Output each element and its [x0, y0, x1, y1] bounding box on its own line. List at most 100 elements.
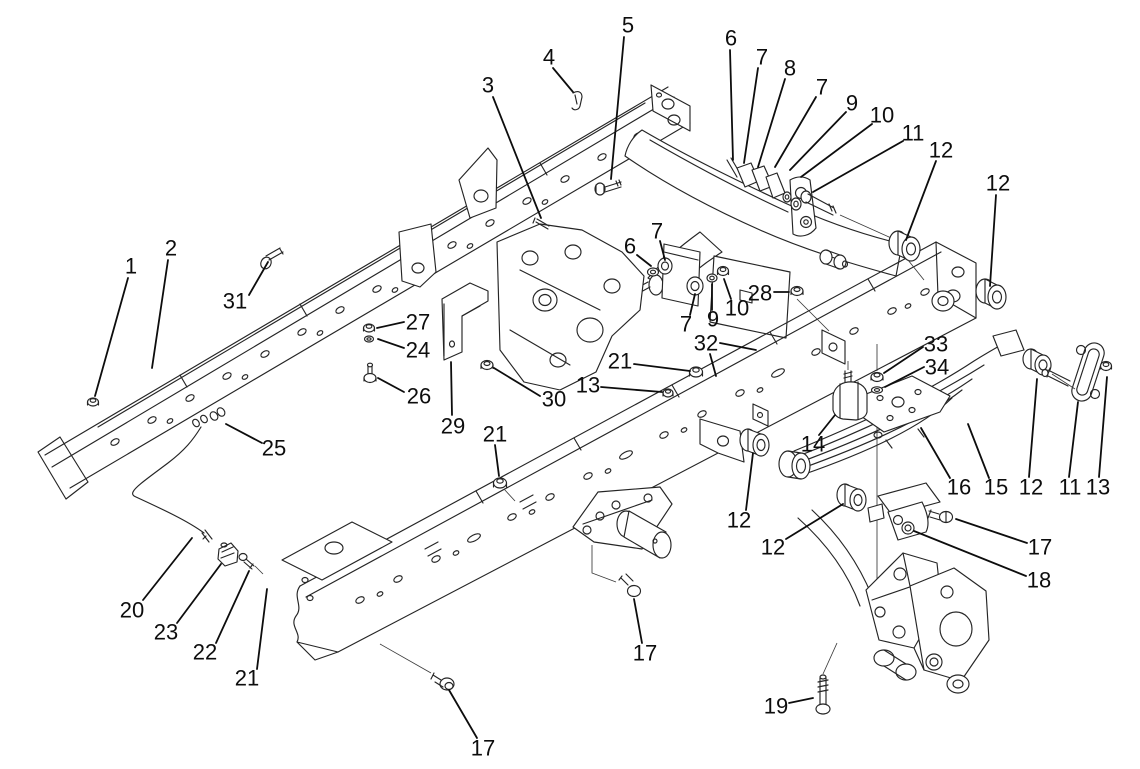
nut-10-low — [716, 265, 730, 277]
callout-17: 17 — [1028, 535, 1052, 560]
small-hardware — [86, 91, 1007, 691]
callout-12: 12 — [986, 171, 1010, 196]
callout-leader-10 — [800, 123, 873, 178]
bolt-11 — [800, 190, 837, 216]
callout-32: 32 — [694, 331, 718, 356]
callout-6: 6 — [725, 26, 737, 51]
callout-24: 24 — [406, 338, 430, 363]
bolt-17-bottom — [379, 643, 455, 691]
callout-12: 12 — [929, 138, 953, 163]
callout-leader-12 — [989, 194, 997, 287]
callout-7: 7 — [680, 312, 692, 337]
callout-leader-14 — [818, 414, 836, 436]
bushing-12-upper — [888, 230, 925, 281]
callout-7: 7 — [651, 219, 663, 244]
callout-21: 21 — [235, 666, 259, 691]
callout-leader-21 — [494, 444, 500, 477]
callout-13: 13 — [576, 373, 600, 398]
callout-1: 1 — [125, 254, 137, 279]
spacer-stack — [726, 157, 802, 211]
callout-21: 21 — [483, 422, 507, 447]
callout-11: 11 — [902, 121, 925, 146]
callout-12: 12 — [727, 508, 751, 533]
callout-leader-32 — [709, 353, 717, 377]
callout-leader-7 — [689, 293, 696, 316]
callout-leader-6 — [636, 254, 652, 267]
bolt-19 — [815, 642, 838, 715]
callout-10: 10 — [870, 103, 894, 128]
callout-leader-6 — [729, 49, 734, 161]
callout-leader-4 — [552, 67, 574, 93]
shackle-link-11 — [1041, 342, 1105, 402]
hanger-plates — [661, 243, 849, 339]
callout-13: 13 — [1086, 475, 1110, 500]
callout-leader-12 — [905, 160, 937, 241]
callout-leader-16 — [920, 427, 951, 479]
callout-20: 20 — [120, 598, 144, 623]
nut-33 — [870, 371, 884, 383]
bushing-7-low — [686, 276, 704, 296]
callout-leader-27 — [376, 321, 405, 329]
nut-27 — [362, 323, 376, 333]
callout-leader-33 — [883, 346, 924, 374]
bushing-12-rear — [836, 483, 867, 512]
callout-18: 18 — [1027, 568, 1051, 593]
bumper-block-14 — [832, 361, 868, 421]
washer-9-low — [706, 273, 718, 283]
callout-leader-26 — [377, 377, 405, 393]
nut-1 — [86, 397, 100, 407]
callout-10: 10 — [725, 296, 749, 321]
engine-mount-bracket — [572, 486, 673, 598]
callout-leader-23 — [176, 563, 222, 624]
callout-17: 17 — [633, 641, 657, 666]
bracket-29 — [441, 282, 489, 361]
nut-21-rail — [688, 366, 704, 378]
callout-29: 29 — [441, 414, 465, 439]
callout-leader-7 — [743, 67, 759, 164]
callout-19: 19 — [764, 694, 788, 719]
callout-leader-2 — [151, 259, 169, 369]
fitting-23 — [217, 542, 239, 567]
callout-leader-15 — [967, 423, 990, 479]
callout-leader-8 — [757, 78, 786, 168]
washer-6-left — [646, 267, 660, 277]
callout-8: 8 — [784, 56, 796, 81]
bolt-31 — [260, 247, 284, 270]
bolt-5 — [594, 179, 622, 196]
callout-leader-12 — [745, 452, 754, 511]
callout-9: 9 — [846, 91, 858, 116]
callout-leader-29 — [450, 361, 453, 416]
callout-leader-12 — [785, 503, 844, 540]
callout-34: 34 — [925, 355, 949, 380]
callout-leader-13 — [1098, 376, 1108, 478]
callout-leader-11 — [1068, 401, 1079, 478]
nut-28 — [790, 285, 830, 332]
callout-leader-7 — [774, 96, 817, 168]
caster-mount — [797, 509, 990, 715]
washer-24 — [363, 335, 375, 343]
leaf-spring-assembly — [739, 329, 1113, 612]
bolt-17-left — [618, 573, 642, 598]
callout-leader-25 — [225, 423, 263, 444]
callout-leader-11 — [812, 140, 904, 193]
callout-26: 26 — [407, 384, 431, 409]
callout-leader-17 — [955, 518, 1028, 544]
callout-25: 25 — [262, 436, 286, 461]
callout-leader-31 — [248, 261, 269, 296]
callout-leader-19 — [788, 697, 814, 704]
callout-leader-21 — [256, 588, 268, 670]
callout-leader-24 — [377, 338, 405, 349]
callout-leader-20 — [142, 537, 193, 601]
callout-31: 31 — [223, 289, 247, 314]
callout-leader-32 — [719, 342, 757, 351]
bushing-12-rail-end — [975, 278, 1007, 310]
callout-2: 2 — [165, 236, 177, 261]
nut-13-right — [1099, 360, 1113, 372]
callout-leader-17 — [633, 598, 643, 644]
callout-leader-1 — [94, 277, 129, 397]
callout-leader-7 — [659, 240, 666, 261]
pin-3 — [532, 217, 550, 230]
